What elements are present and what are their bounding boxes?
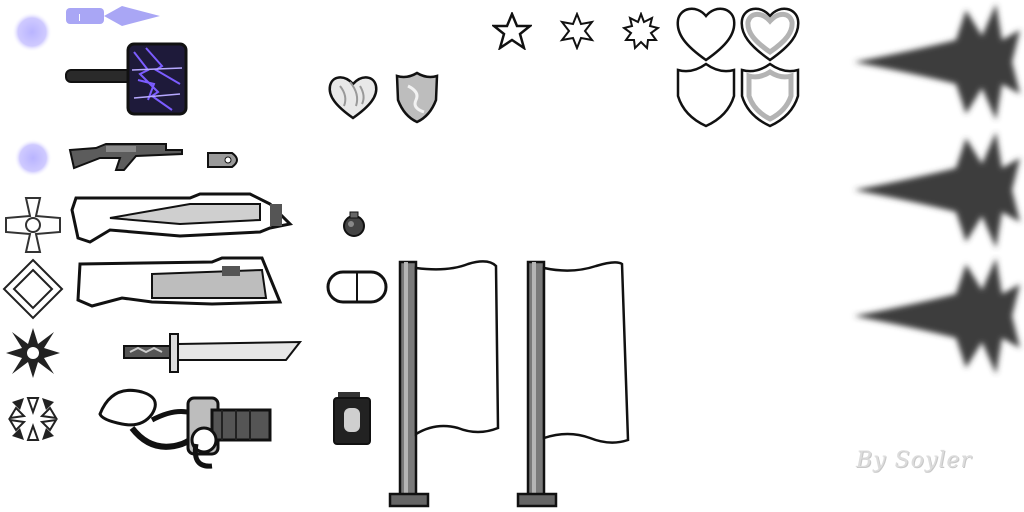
white-blaster-icon [72,254,284,312]
muzzle-flash-icon [846,254,1024,378]
assault-rifle-icon [66,136,186,174]
star-6-icon [558,12,596,50]
lantern-icon [332,390,374,446]
artist-credit: By Soyler [856,448,972,473]
shield-outline-icon [674,62,738,128]
banner-flag-icon [388,258,504,510]
burst-emblem-icon [6,326,60,380]
shield-filled-icon [738,62,802,128]
grenade-icon [340,210,368,238]
glow-orb-icon [12,138,54,178]
lightning-hammer-icon [62,40,192,118]
heart-charm-icon [326,72,380,122]
heart-outline-icon [674,2,738,64]
tentacle-minigun-icon [92,384,278,472]
muzzle-flash-icon [846,0,1024,124]
arrow-projectile-icon: I [64,2,162,30]
shard-ring-emblem-icon [6,392,60,446]
svg-text:I: I [78,13,81,24]
shield-charm-icon [394,70,440,124]
cross-emblem-icon [4,196,62,254]
diamond-emblem-icon [2,258,64,320]
heart-filled-icon [738,2,802,64]
star-5-icon [492,12,532,50]
muzzle-flash-icon [846,128,1024,252]
banner-flag-icon [516,258,632,510]
white-shotgun-icon [70,190,296,246]
glow-orb-icon [10,12,54,52]
star-8-icon [622,12,660,50]
katana-icon [120,330,304,376]
capsule-icon [326,268,388,306]
bullet-icon [206,150,246,170]
